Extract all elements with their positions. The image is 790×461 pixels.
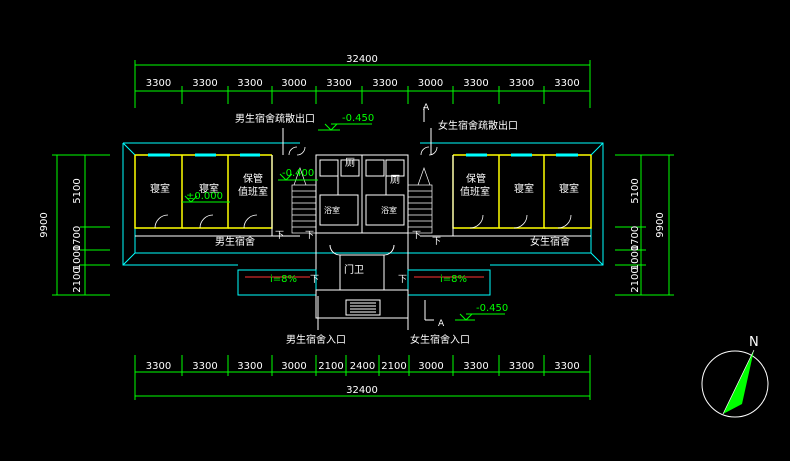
bottom-segment-dim: 3300 bbox=[192, 361, 217, 372]
male-evacuation-exit-label: 男生宿舍疏散出口 bbox=[235, 112, 315, 125]
section-mark-top: A bbox=[423, 103, 430, 113]
top-segment-dim: 3300 bbox=[237, 78, 262, 89]
gate-guard-label: 门卫 bbox=[344, 263, 364, 276]
left-total-dim: 9900 bbox=[39, 212, 50, 237]
stair-left bbox=[291, 166, 317, 234]
left-segment-dim: 1000 bbox=[72, 245, 83, 270]
elevation-top-label: -0.450 bbox=[342, 113, 374, 124]
bottom-segment-dim: 2400 bbox=[350, 361, 375, 372]
doors bbox=[154, 146, 572, 229]
central-core bbox=[315, 154, 409, 234]
top-segment-dim: 3300 bbox=[372, 78, 397, 89]
top-segment-dims: 3300 3300 3300 3000 3300 3300 3000 3300 3300 3300 bbox=[146, 78, 580, 89]
down-mark-2: 下 bbox=[305, 231, 314, 241]
top-segment-dim: 3300 bbox=[146, 78, 171, 89]
bath-label-left: 浴室 bbox=[324, 205, 340, 215]
top-segment-dim: 3300 bbox=[192, 78, 217, 89]
duty-room-right-line1: 保管 bbox=[466, 172, 486, 185]
top-segment-dim: 3300 bbox=[509, 78, 534, 89]
bottom-segment-dim: 3000 bbox=[418, 361, 443, 372]
top-segment-dim: 3300 bbox=[463, 78, 488, 89]
bedroom-label-1: 寝室 bbox=[150, 182, 170, 195]
bedroom-label-2: 寝室 bbox=[199, 182, 219, 195]
right-segment-dim: 5100 bbox=[630, 178, 641, 203]
top-segment-dim: 3300 bbox=[326, 78, 351, 89]
duty-room-right-line2: 值班室 bbox=[460, 185, 490, 198]
top-segment-dim: 3000 bbox=[281, 78, 306, 89]
female-dorm-label: 女生宿舍 bbox=[530, 235, 570, 248]
duty-room-left-line2: 值班室 bbox=[238, 185, 268, 198]
north-label: N bbox=[749, 335, 759, 350]
female-evacuation-exit-label: 女生宿舍疏散出口 bbox=[438, 119, 518, 132]
top-dimension-chain bbox=[134, 60, 591, 108]
bottom-segment-dim: 3300 bbox=[146, 361, 171, 372]
left-segment-dim: 1700 bbox=[72, 226, 83, 251]
elevation-hall-label: -0.400 bbox=[282, 168, 314, 179]
top-segment-dim: 3300 bbox=[554, 78, 579, 89]
bath-label-right: 浴室 bbox=[381, 205, 397, 215]
building-outline bbox=[122, 142, 604, 266]
down-mark-1: 下 bbox=[275, 231, 284, 241]
bedroom-label-4: 寝室 bbox=[559, 182, 579, 195]
bottom-total-dim: 32400 bbox=[346, 385, 378, 396]
right-segment-dim: 2100 bbox=[630, 267, 641, 292]
right-dimension-chain bbox=[615, 154, 674, 296]
slope-left-label: i=8% bbox=[270, 274, 297, 285]
leader-lines bbox=[282, 107, 434, 330]
bottom-segment-dim: 3300 bbox=[509, 361, 534, 372]
male-dorm-label: 男生宿舍 bbox=[215, 235, 255, 248]
male-entrance-label: 男生宿舍入口 bbox=[286, 333, 346, 346]
stair-right bbox=[407, 166, 433, 234]
bottom-segment-dim: 3000 bbox=[281, 361, 306, 372]
left-dimension-chain bbox=[52, 154, 110, 296]
slope-right-label: i=8% bbox=[440, 274, 467, 285]
down-mark-6: 下 bbox=[398, 275, 407, 285]
bottom-segment-dim: 3300 bbox=[554, 361, 579, 372]
section-mark-bottom: A bbox=[438, 319, 445, 329]
left-segment-dim: 5100 bbox=[72, 178, 83, 203]
bedroom-label-3: 寝室 bbox=[514, 182, 534, 195]
top-segment-dim: 3000 bbox=[418, 78, 443, 89]
female-entrance-label: 女生宿舍入口 bbox=[410, 333, 470, 346]
elevation-bottom-label: -0.450 bbox=[476, 303, 508, 314]
bottom-segment-dim: 2100 bbox=[318, 361, 343, 372]
toilet-label-left: 厕 bbox=[345, 157, 355, 169]
down-mark-3: 下 bbox=[412, 231, 421, 241]
north-arrow-icon bbox=[701, 349, 769, 418]
down-mark-5: 下 bbox=[310, 275, 319, 285]
right-total-dim: 9900 bbox=[655, 212, 666, 237]
top-total-dim: 32400 bbox=[346, 54, 378, 65]
bottom-segment-dim: 3300 bbox=[463, 361, 488, 372]
bottom-segment-dims: 3300 3300 3300 3000 2100 2400 2100 3000 3300 3300… bbox=[146, 361, 580, 372]
left-segment-dim: 2100 bbox=[72, 267, 83, 292]
right-segment-dim: 1000 bbox=[630, 245, 641, 270]
right-segment-dim: 1700 bbox=[630, 226, 641, 251]
elevation-floor-label: ±0.000 bbox=[186, 191, 223, 202]
duty-room-left-line1: 保管 bbox=[243, 172, 263, 185]
elevation-marks bbox=[182, 123, 505, 321]
bottom-segment-dim: 3300 bbox=[237, 361, 262, 372]
bottom-segment-dim: 2100 bbox=[381, 361, 406, 372]
toilet-label-right: 厕 bbox=[390, 174, 400, 186]
bottom-dimension-chain bbox=[134, 355, 591, 400]
down-mark-4: 下 bbox=[432, 237, 441, 247]
